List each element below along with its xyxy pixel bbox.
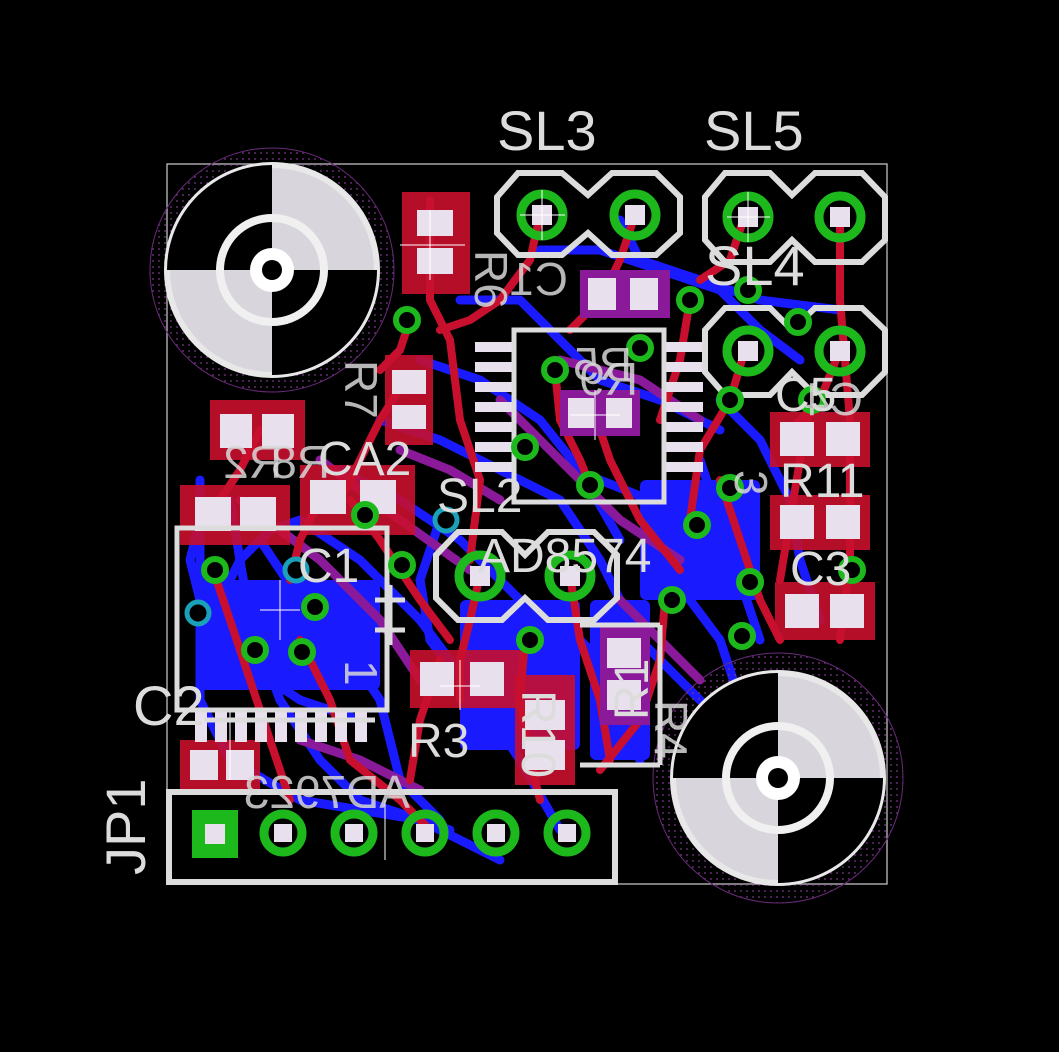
label-sl3: SL3 bbox=[497, 99, 597, 162]
label-c3: C3 bbox=[790, 543, 851, 596]
origin-marks bbox=[229, 190, 770, 860]
ic-ad8574-pads bbox=[475, 342, 703, 472]
label-r1: R1 bbox=[606, 659, 659, 720]
mounting-hole-top-left bbox=[149, 147, 395, 393]
silk-marks bbox=[205, 585, 663, 768]
label-r8-mirrored: R8 bbox=[271, 436, 330, 488]
label-c2: C2 bbox=[133, 674, 205, 737]
label-r3: R3 bbox=[408, 715, 469, 768]
ic-ad7923-outline bbox=[174, 525, 390, 713]
label-sl4: SL4 bbox=[705, 234, 805, 297]
label-r2-mirrored: R2 bbox=[223, 436, 282, 488]
smd-pads bbox=[180, 192, 875, 790]
label-c1: C1 bbox=[298, 540, 359, 593]
label-3-mirrored: 3 bbox=[725, 470, 777, 496]
vias bbox=[201, 276, 866, 666]
vias-cyan bbox=[184, 506, 460, 627]
label-ad7923-mirrored: AD7923 bbox=[244, 766, 410, 818]
label-r4-mirrored: R4 bbox=[645, 700, 697, 759]
label-ad8574: AD8574 bbox=[478, 530, 651, 583]
ic-ad8574-outline bbox=[511, 327, 667, 505]
label-jp1: JP1 bbox=[94, 779, 157, 876]
label-r9-mirrored: R9 bbox=[579, 353, 638, 405]
mirrored-labels: R5 C1 R9 R2 R8 AD7923 C4 R6 R4 R7 1 3 bbox=[223, 250, 863, 818]
mounting-hole-bottom-right bbox=[652, 652, 904, 904]
label-r5-mirrored: R5 bbox=[573, 338, 632, 390]
label-r11: R11 bbox=[780, 455, 865, 508]
label-sl2: SL2 bbox=[437, 470, 522, 523]
label-ca2: CA2 bbox=[318, 433, 411, 486]
label-1-mirrored: 1 bbox=[335, 660, 387, 686]
label-c1-mirrored: C1 bbox=[509, 253, 568, 305]
label-r7-mirrored: R7 bbox=[335, 360, 387, 419]
ic-ad7923-pads bbox=[195, 712, 367, 742]
label-c4-mirrored: C4 bbox=[804, 373, 863, 425]
label-c5: C5 bbox=[775, 369, 836, 422]
label-r6-mirrored: R6 bbox=[465, 250, 517, 309]
label-r10: R10 bbox=[511, 690, 564, 778]
label-sl5: SL5 bbox=[704, 99, 804, 162]
